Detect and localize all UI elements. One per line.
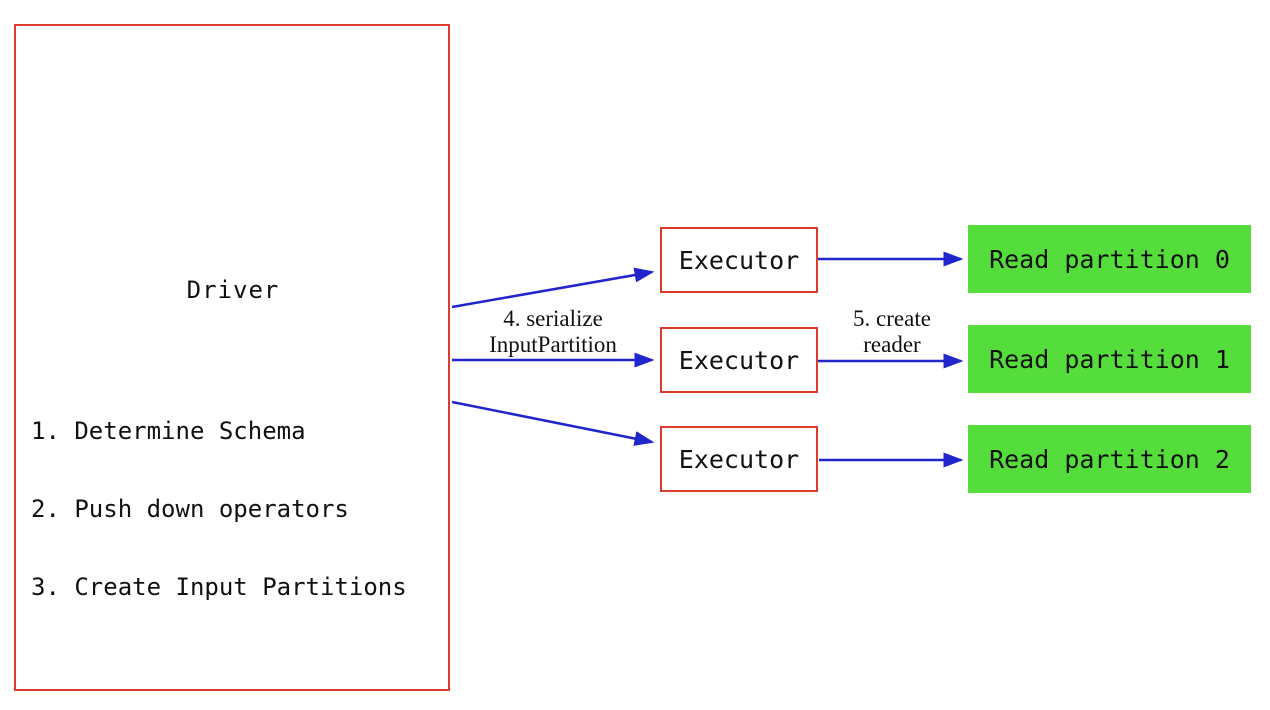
serialize-edge-label-line2: InputPartition	[489, 332, 617, 357]
create-reader-edge-label-line1: 5. create	[853, 306, 931, 331]
partition-label-0: Read partition 0	[989, 244, 1230, 274]
executor-label-1: Executor	[678, 245, 800, 275]
driver-step-3: 3. Create Input Partitions	[31, 573, 407, 601]
create-reader-edge-label-line2: reader	[863, 332, 921, 357]
driver-steps-list: 1. Determine Schema 2. Push down operato…	[31, 366, 407, 652]
partition-label-2: Read partition 2	[989, 444, 1230, 474]
driver-title: Driver	[186, 276, 280, 304]
executor-label-3: Executor	[678, 444, 800, 474]
executor-box-3: Executor	[660, 426, 818, 492]
serialize-edge-label: 4. serialize InputPartition	[463, 306, 643, 358]
executor-label-2: Executor	[678, 345, 800, 375]
serialize-edge-label-line1: 4. serialize	[503, 306, 603, 331]
partition-box-2: Read partition 2	[968, 425, 1251, 493]
driver-step-2: 2. Push down operators	[31, 495, 349, 523]
driver-step-1: 1. Determine Schema	[31, 417, 306, 445]
executor-box-1: Executor	[660, 227, 818, 293]
arrow-driver-to-executor-1	[451, 267, 655, 309]
driver-box	[14, 24, 450, 691]
partition-box-0: Read partition 0	[968, 225, 1251, 293]
executor-box-2: Executor	[660, 327, 818, 393]
create-reader-edge-label: 5. create reader	[802, 306, 982, 358]
arrow-driver-to-executor-3	[451, 400, 655, 446]
partition-label-1: Read partition 1	[989, 344, 1230, 374]
partition-box-1: Read partition 1	[968, 325, 1251, 393]
